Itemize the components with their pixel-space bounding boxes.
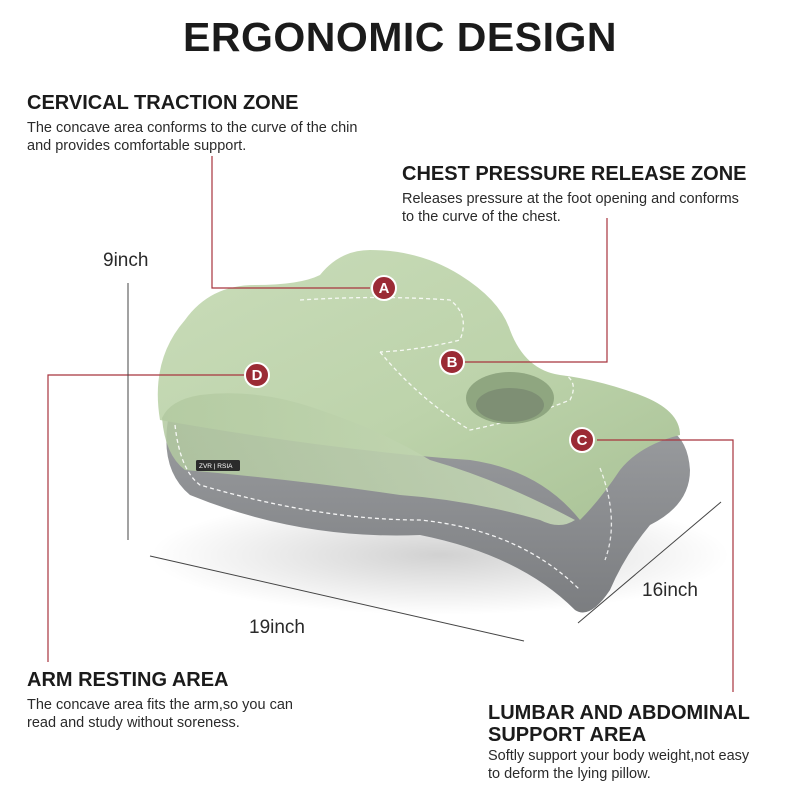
dimension-width-label: 19inch [249, 617, 305, 638]
callout-cervical-desc-2: and provides comfortable support. [27, 138, 247, 154]
callout-chest-desc-1: Releases pressure at the foot opening an… [402, 191, 739, 207]
svg-text:B: B [447, 354, 458, 371]
callout-lumbar-title-2: SUPPORT AREA [488, 724, 647, 746]
marker-d: D [244, 362, 270, 388]
leader-line-b [464, 218, 608, 363]
callout-arm: ARM RESTING AREA The concave area fits t… [27, 669, 293, 732]
svg-text:D: D [252, 367, 263, 384]
callout-cervical: CERVICAL TRACTION ZONE The concave area … [27, 92, 357, 155]
marker-c: C [569, 427, 595, 453]
leader-line-a [211, 156, 370, 289]
brand-tag-text: ZVR | RSIA [199, 463, 233, 470]
callout-lumbar: LUMBAR AND ABDOMINAL SUPPORT AREA Softly… [488, 702, 750, 783]
marker-b: B [439, 349, 465, 375]
callout-lumbar-title-1: LUMBAR AND ABDOMINAL [488, 702, 750, 724]
marker-a: A [371, 275, 397, 301]
callout-cervical-title: CERVICAL TRACTION ZONE [27, 92, 299, 114]
stitch-line [299, 296, 464, 353]
callout-chest: CHEST PRESSURE RELEASE ZONE Releases pre… [402, 163, 747, 226]
brand-tag [196, 460, 240, 471]
callout-arm-title: ARM RESTING AREA [27, 669, 229, 691]
stitch-line [174, 424, 581, 591]
pillow-top [157, 250, 680, 520]
dimension-line-depth [577, 501, 722, 624]
leader-line-d [47, 374, 245, 662]
callout-arm-desc-2: read and study without soreness. [27, 715, 240, 731]
dimension-line-width [149, 555, 525, 642]
face-opening-inner [476, 388, 544, 422]
svg-text:A: A [379, 280, 390, 297]
callout-chest-desc-2: to the curve of the chest. [402, 209, 561, 225]
dimension-depth-label: 16inch [642, 580, 698, 601]
callout-cervical-desc-1: The concave area conforms to the curve o… [27, 120, 358, 136]
pillow-side-face [162, 393, 575, 525]
callout-arm-desc-1: The concave area fits the arm,so you can [27, 697, 293, 713]
leader-line-c [597, 439, 734, 692]
callout-lumbar-desc-1: Softly support your body weight,not easy [488, 748, 750, 764]
callout-chest-title: CHEST PRESSURE RELEASE ZONE [402, 163, 747, 185]
svg-text:C: C [577, 432, 588, 449]
callout-lumbar-desc-2: to deform the lying pillow. [488, 766, 651, 782]
dimension-height-label: 9inch [103, 250, 149, 271]
stitch-line [599, 467, 613, 561]
page-title: ERGONOMIC DESIGN [183, 14, 617, 60]
